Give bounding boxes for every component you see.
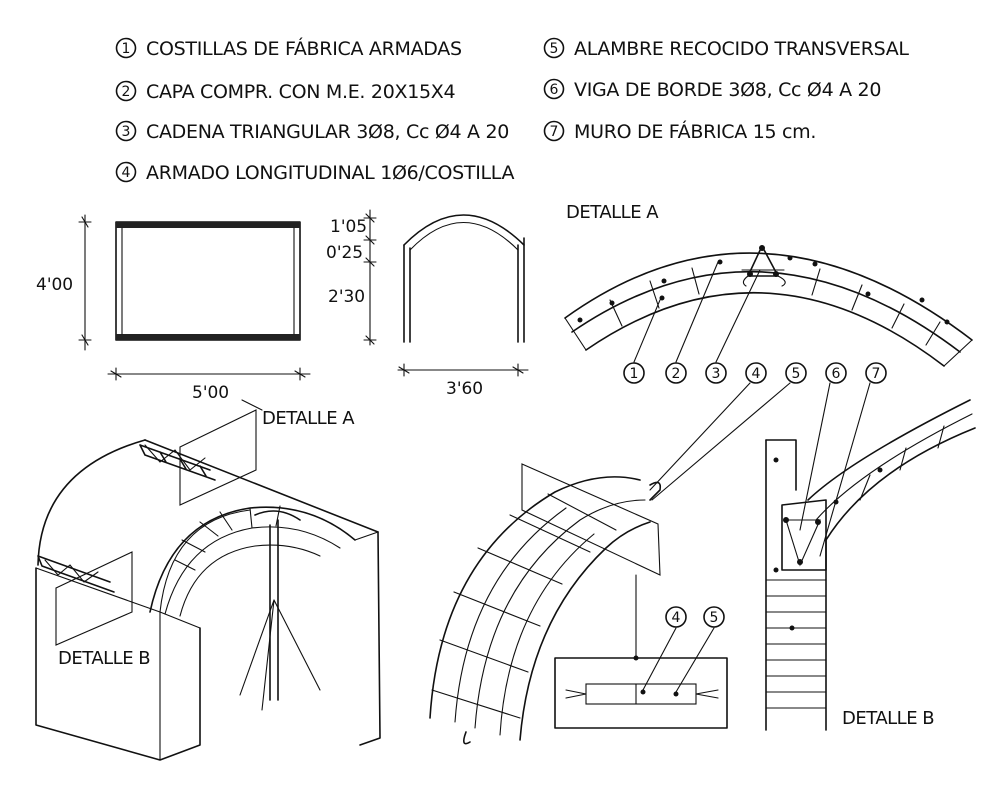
plan-width-dimension: [107, 367, 311, 381]
legend-item-2: 2 CAPA COMPR. CON M.E. 20X15X4: [115, 80, 456, 103]
svg-text:5: 5: [710, 610, 719, 626]
callout-7: 7: [865, 362, 887, 384]
callout-2: 2: [665, 362, 687, 384]
legend-number-circle: [543, 120, 565, 142]
detail-b-vault-outer: [807, 399, 971, 501]
legend-number: 1: [122, 41, 131, 57]
detail-b-wall: [765, 439, 827, 731]
svg-text:4: 4: [672, 610, 681, 626]
iso-vault-barrel: [37, 439, 146, 566]
legend-number-circle: [543, 37, 565, 59]
callout-1: 1: [623, 362, 645, 384]
svg-text:2: 2: [672, 366, 681, 382]
plan-wall-top: [116, 222, 300, 228]
detail-b-title: DETALLE B: [842, 708, 934, 729]
svg-text:6: 6: [832, 366, 841, 382]
rib-section-plane: [521, 463, 661, 576]
legend-number: 2: [122, 84, 131, 100]
legend-number: 7: [550, 124, 559, 140]
legend-number-circle: [115, 80, 137, 102]
legend-number: 4: [122, 165, 131, 181]
svg-text:1: 1: [630, 366, 639, 382]
detail-a-callouts: 1 2 3 4 5 6 7: [623, 362, 887, 384]
legend-text: MURO DE FÁBRICA 15 cm.: [574, 120, 816, 143]
rib-inner-edge: [519, 521, 651, 741]
legend-item-5: 5 ALAMBRE RECOCIDO TRANSVERSAL: [543, 37, 910, 60]
legend-number-circle: [543, 78, 565, 100]
callout-6: 6: [825, 362, 847, 384]
inset-callout-5: 5: [703, 606, 725, 628]
callout-5: 5: [785, 362, 807, 384]
legend: 1 COSTILLAS DE FÁBRICA ARMADAS 2 CAPA CO…: [115, 37, 910, 184]
iso-detail-a-label: DETALLE A: [262, 408, 355, 429]
detail-b-vault-inner: [825, 427, 976, 541]
section-dim-2: 0'25: [326, 243, 363, 263]
rib-outer-edge: [429, 476, 641, 719]
legend-text: ALAMBRE RECOCIDO TRANSVERSAL: [574, 38, 909, 60]
legend-number-circle: [115, 120, 137, 142]
plan-width-label: 5'00: [192, 383, 229, 403]
plan-view: 4'00 5'00: [36, 214, 311, 403]
legend-number: 3: [122, 124, 131, 140]
detail-a-outer-arc: [564, 252, 973, 341]
detail-a-mid-arc: [571, 270, 961, 353]
callout-3: 3: [705, 362, 727, 384]
legend-text: VIGA DE BORDE 3Ø8, Cc Ø4 A 20: [574, 79, 881, 101]
iso-back-wall: [359, 531, 381, 746]
section-dim-1: 1'05: [330, 217, 367, 237]
detail-a-title: DETALLE A: [566, 202, 659, 223]
legend-item-4: 4 ARMADO LONGITUDINAL 1Ø6/COSTILLA: [115, 161, 515, 184]
section-width-label: 3'60: [446, 379, 483, 399]
section-vault-arc: [403, 214, 525, 246]
detail-a-inner-arc: [585, 291, 945, 367]
plan-height-label: 4'00: [36, 275, 73, 295]
legend-text: ARMADO LONGITUDINAL 1Ø6/COSTILLA: [146, 162, 515, 184]
legend-number-circle: [115, 161, 137, 183]
svg-text:4: 4: [752, 366, 761, 382]
legend-text: CADENA TRIANGULAR 3Ø8, Cc Ø4 A 20: [146, 121, 509, 143]
detail-a-rebar-dots: [577, 255, 950, 325]
plan-height-dimension: [78, 214, 92, 351]
plan-outline: [115, 221, 301, 341]
svg-text:7: 7: [872, 366, 881, 382]
legend-item-6: 6 VIGA DE BORDE 3Ø8, Cc Ø4 A 20: [543, 78, 881, 101]
iso-rib-arch-outer: [149, 506, 356, 613]
callout-4: 4: [745, 362, 767, 384]
legend-item-1: 1 COSTILLAS DE FÁBRICA ARMADAS: [115, 37, 462, 60]
iso-left-truss: [37, 555, 115, 593]
legend-number: 6: [550, 82, 559, 98]
section-view: 1'05 0'25 2'30 3'60: [326, 209, 529, 399]
plan-wall-bottom: [116, 334, 300, 340]
legend-text: CAPA COMPR. CON M.E. 20X15X4: [146, 81, 455, 103]
legend-text: COSTILLAS DE FÁBRICA ARMADAS: [146, 37, 462, 60]
iso-detail-a-plane: [179, 409, 257, 506]
isometric-vault: DETALLE A DETALLE B: [35, 399, 381, 761]
detail-a-triangular-chain: [747, 245, 779, 277]
curved-rib-detail: 4 5: [429, 463, 728, 745]
iso-shoring-prop: [269, 519, 279, 701]
detail-b-edge-beam: [781, 499, 827, 571]
legend-number: 5: [550, 41, 559, 57]
svg-text:3: 3: [712, 366, 721, 382]
legend-number-circle: [115, 37, 137, 59]
legend-item-7: 7 MURO DE FÁBRICA 15 cm.: [543, 120, 816, 143]
detail-a-section: DETALLE A 1 2 3 4 5 6 7: [564, 202, 973, 557]
iso-detail-b-plane: [55, 551, 133, 646]
iso-detail-b-label: DETALLE B: [58, 648, 150, 669]
detail-b-section: DETALLE B: [765, 399, 976, 731]
svg-text:5: 5: [792, 366, 801, 382]
legend-item-3: 3 CADENA TRIANGULAR 3Ø8, Cc Ø4 A 20: [115, 120, 509, 143]
section-dim-3: 2'30: [328, 287, 365, 307]
inset-box: [554, 657, 728, 729]
inset-callout-4: 4: [665, 606, 687, 628]
